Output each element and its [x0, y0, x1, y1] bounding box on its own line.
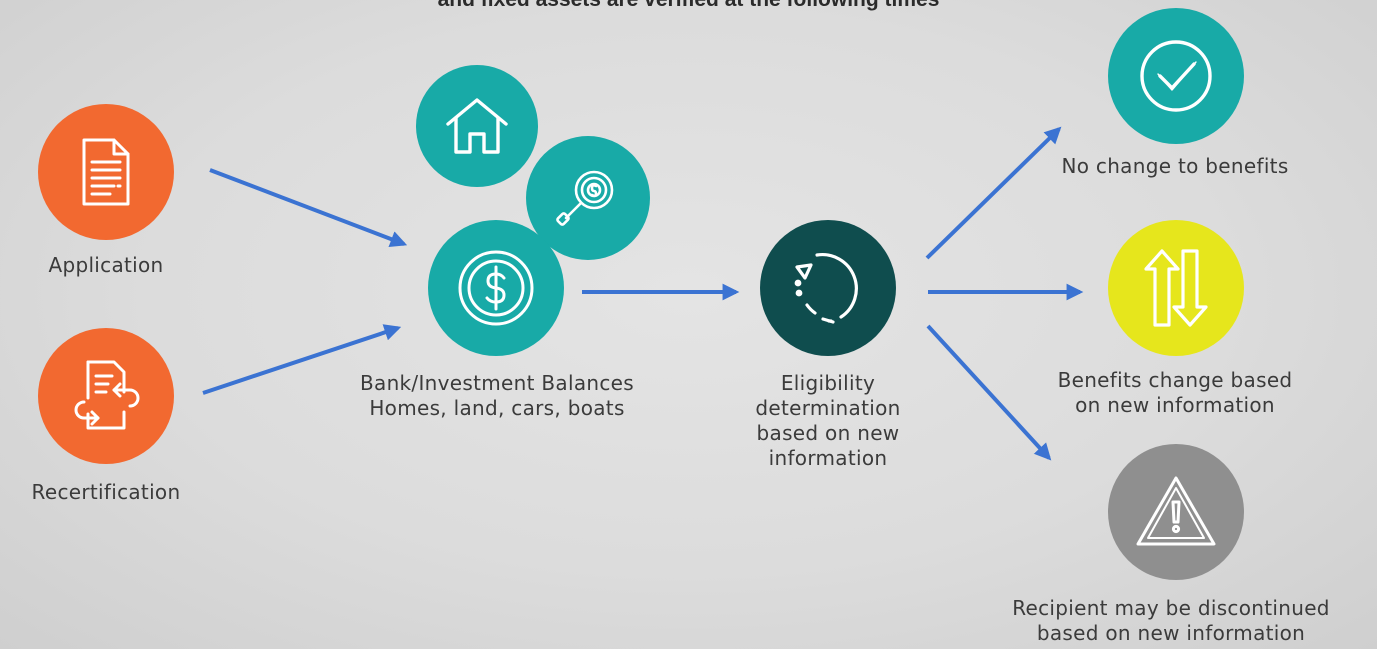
up-down-arrows-icon [1144, 249, 1208, 327]
house-icon [446, 98, 508, 154]
recertification-node [38, 328, 174, 464]
checkmark-icon [1140, 40, 1212, 112]
discontinued-label-line-2: based on new information [1036, 621, 1306, 645]
benefits-change-label-line-2: on new information [1075, 393, 1275, 417]
document-icon [82, 138, 130, 206]
discontinued-label-line-1: Recipient may be discontinued [1012, 596, 1330, 620]
determination-label: Eligibility determination based on new i… [708, 371, 948, 471]
assets-label-line-2: Homes, land, cars, boats [369, 396, 625, 420]
benefits-change-node [1108, 220, 1244, 356]
arrow-application-to-assets [209, 168, 408, 248]
determination-label-line-3: based on new [756, 421, 900, 445]
benefits-change-label: Benefits change based on new information [1010, 368, 1340, 418]
no-change-node [1108, 8, 1244, 144]
dollar-coin-icon [458, 250, 534, 326]
arrow-determination-to-no-change [925, 126, 1062, 260]
discontinued-label: Recipient may be discontinued based on n… [966, 596, 1376, 646]
no-change-label-line-1: No change to benefits [1061, 154, 1289, 178]
discontinued-node [1108, 444, 1244, 580]
bank-balance-node [428, 220, 564, 356]
application-node [38, 104, 174, 240]
application-label: Application [48, 253, 164, 277]
arrow-recertification-to-assets [202, 324, 402, 395]
no-change-label: No change to benefits [1010, 154, 1340, 179]
house-node [416, 65, 538, 187]
assets-label-line-1: Bank/Investment Balances [360, 371, 634, 395]
investment-search-node [526, 136, 650, 260]
assets-label: Bank/Investment Balances Homes, land, ca… [300, 371, 694, 421]
arrow-determination-to-discontinued [926, 324, 1052, 461]
document-arrows-icon [74, 360, 140, 430]
determination-label-line-4: information [768, 446, 888, 470]
benefits-change-label-line-1: Benefits change based [1057, 368, 1293, 392]
determination-label-line-2: determination [755, 396, 901, 420]
determination-node [760, 220, 896, 356]
diagram-title: and fixed assets are verified at the fol… [0, 0, 1377, 12]
determination-label-line-1: Eligibility [780, 371, 876, 395]
cycle-icon [794, 252, 858, 324]
warning-icon [1136, 476, 1216, 546]
recertification-label: Recertification [31, 480, 181, 504]
magnifier-dollar-icon [556, 170, 614, 226]
